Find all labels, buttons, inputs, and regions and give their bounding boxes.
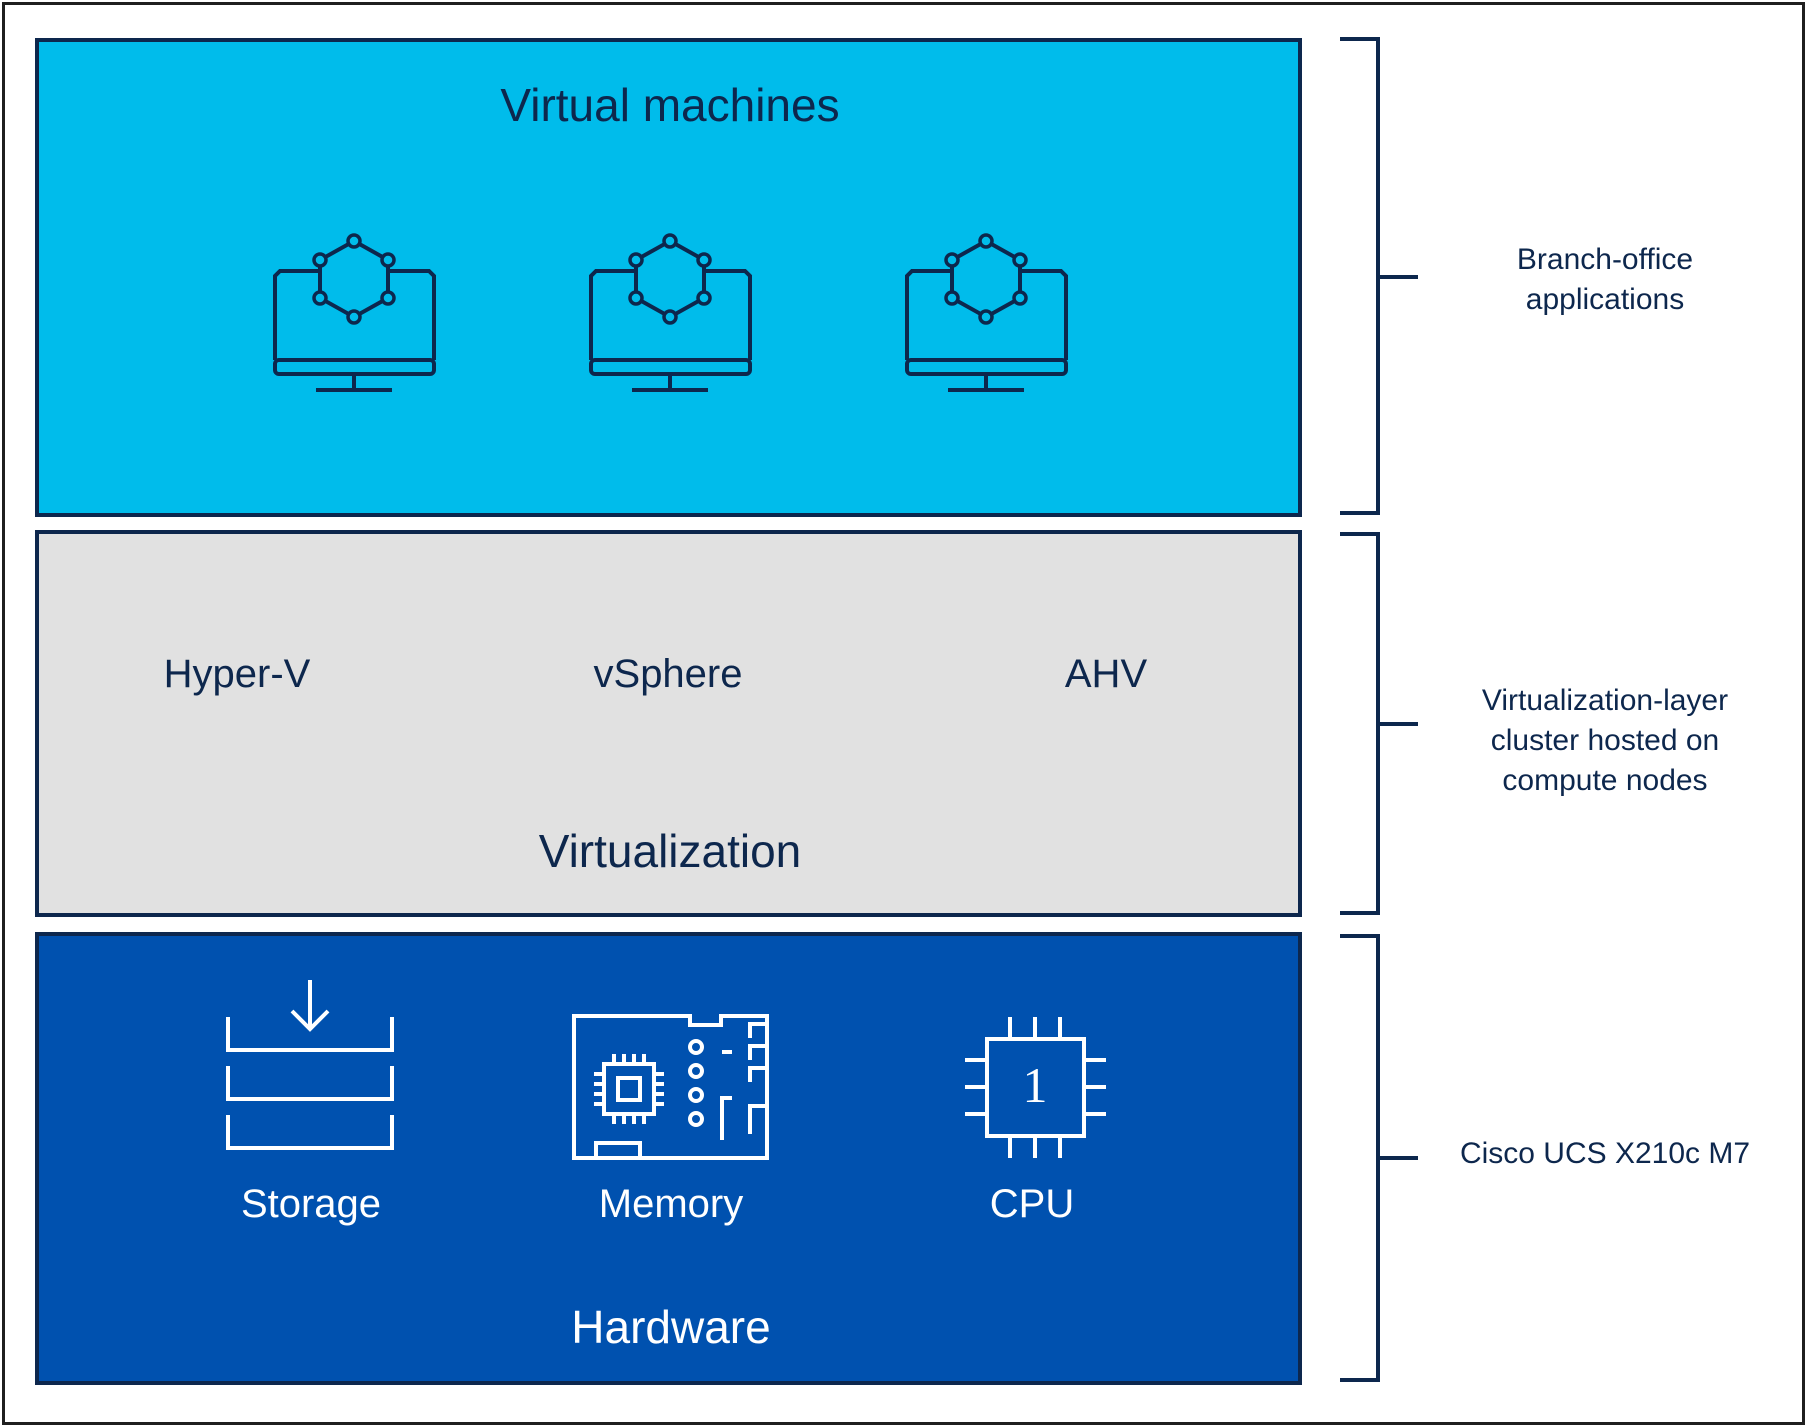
hardware-storage-label: Storage [240, 1182, 382, 1226]
cpu-chip-number: 1 [1023, 1057, 1048, 1113]
virtualization-title: Virtualization [538, 825, 802, 877]
bracket-branch-office [1340, 37, 1418, 515]
hypervisor-vsphere: vSphere [593, 652, 743, 696]
annotation-compute-nodes: Cisco UCS X210c M7 [1459, 1137, 1751, 1170]
annotation-branch-office-applications: Branch-office applications [1516, 243, 1694, 316]
vm-monitor-icon [589, 233, 752, 392]
virtualization-layer [35, 530, 1302, 917]
memory-board-icon [572, 1014, 769, 1160]
hardware-cpu-label: CPU [989, 1182, 1075, 1226]
bracket-compute-nodes [1340, 934, 1418, 1382]
vm-monitor-icon [273, 233, 436, 392]
virtual-machines-title: Virtual machines [500, 79, 840, 131]
cpu-chip-icon [965, 1017, 1106, 1158]
storage-icon [226, 980, 394, 1150]
annotation-virtualization-cluster: Virtualization-layer cluster hosted on c… [1481, 684, 1729, 797]
bracket-virtualization-cluster [1340, 532, 1418, 915]
hypervisor-hyper-v: Hyper-V [163, 652, 311, 696]
hardware-memory-label: Memory [598, 1182, 744, 1226]
vm-monitor-icon [905, 233, 1068, 392]
hypervisor-ahv: AHV [1064, 652, 1148, 696]
hardware-title: Hardware [571, 1301, 771, 1353]
virtual-machines-layer [35, 38, 1302, 517]
